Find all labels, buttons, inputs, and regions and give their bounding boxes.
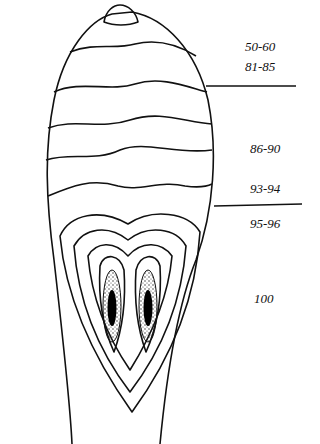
percent-label: 50-60 xyxy=(245,40,275,53)
stippled-zone xyxy=(139,270,157,342)
contour-line xyxy=(100,257,125,352)
contour-line xyxy=(48,116,212,128)
divider-line xyxy=(214,204,302,206)
contour-line xyxy=(70,42,196,56)
contour-line xyxy=(54,81,207,92)
contour-line xyxy=(88,245,172,370)
dark-core xyxy=(108,290,117,326)
stippled-zone xyxy=(103,270,121,342)
contour-line xyxy=(135,257,160,352)
grain-tip xyxy=(104,5,138,25)
contour-line xyxy=(60,214,200,412)
percent-label: 86-90 xyxy=(250,142,280,155)
contour-line xyxy=(46,146,212,160)
percent-label: 95-96 xyxy=(250,217,280,230)
percent-label: 100 xyxy=(254,292,274,305)
dark-core xyxy=(144,290,153,326)
contour-line xyxy=(48,183,212,196)
contour-line xyxy=(74,230,186,392)
percent-label: 81-85 xyxy=(245,60,275,73)
divider-line xyxy=(206,85,296,86)
percent-label: 93-94 xyxy=(250,182,280,195)
grain-outline xyxy=(47,12,213,444)
